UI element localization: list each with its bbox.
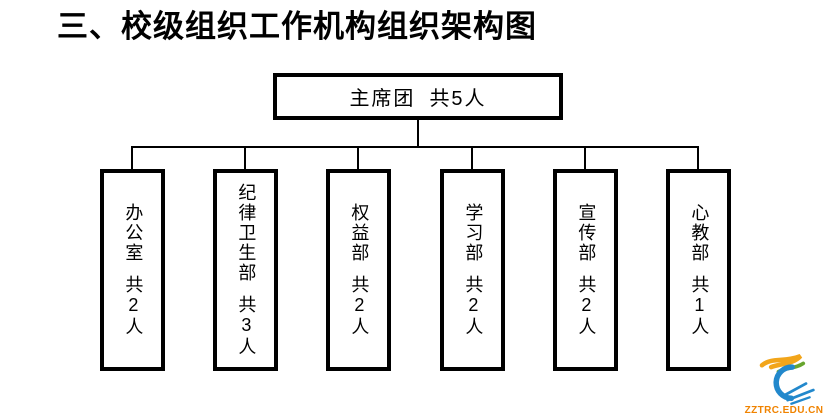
dept-label: 学习部共2人 (463, 203, 483, 337)
connector-drop-5 (584, 147, 586, 170)
connector-horizontal-bar (131, 146, 699, 148)
dept-count: 共3人 (236, 295, 257, 357)
dept-name: 纪律卫生部 (236, 183, 257, 283)
page-title: 三、校级组织工作机构组织架构图 (57, 9, 537, 44)
connector-drop-2 (244, 147, 246, 170)
org-root-count: 共5人 (429, 88, 487, 110)
connector-drop-3 (357, 147, 359, 170)
dept-name: 办公室 (123, 203, 144, 263)
connector-drop-4 (471, 147, 473, 170)
site-logo-icon (759, 353, 815, 405)
site-url-text: ZZTRC.EDU.CN (744, 405, 824, 416)
dept-box-office: 办公室共2人 (100, 169, 165, 371)
dept-box-psych-education: 心教部共1人 (666, 169, 731, 371)
dept-count: 共2人 (463, 275, 484, 337)
dept-count: 共1人 (689, 275, 710, 337)
connector-drop-6 (697, 147, 699, 170)
org-root-name: 主席团 (349, 88, 416, 110)
dept-box-publicity: 宣传部共2人 (553, 169, 618, 371)
dept-count: 共2人 (349, 275, 370, 337)
org-root-box: 主席团 共5人 (273, 73, 563, 120)
dept-count: 共2人 (576, 275, 597, 337)
connector-root-stub (417, 120, 419, 147)
dept-name: 学习部 (463, 203, 484, 263)
dept-count: 共2人 (123, 275, 144, 337)
dept-name: 宣传部 (576, 203, 597, 263)
dept-box-rights: 权益部共2人 (326, 169, 391, 371)
dept-box-study: 学习部共2人 (440, 169, 505, 371)
dept-name: 心教部 (689, 203, 710, 263)
dept-label: 办公室共2人 (123, 203, 143, 337)
connector-drop-1 (131, 147, 133, 170)
dept-label: 权益部共2人 (349, 203, 369, 337)
site-watermark: ZZTRC.EDU.CN (744, 351, 824, 416)
dept-label: 宣传部共2人 (576, 203, 596, 337)
dept-box-discipline-hygiene: 纪律卫生部共3人 (213, 169, 278, 371)
dept-name: 权益部 (349, 203, 370, 263)
dept-label: 纪律卫生部共3人 (236, 183, 256, 357)
dept-label: 心教部共1人 (689, 203, 709, 337)
